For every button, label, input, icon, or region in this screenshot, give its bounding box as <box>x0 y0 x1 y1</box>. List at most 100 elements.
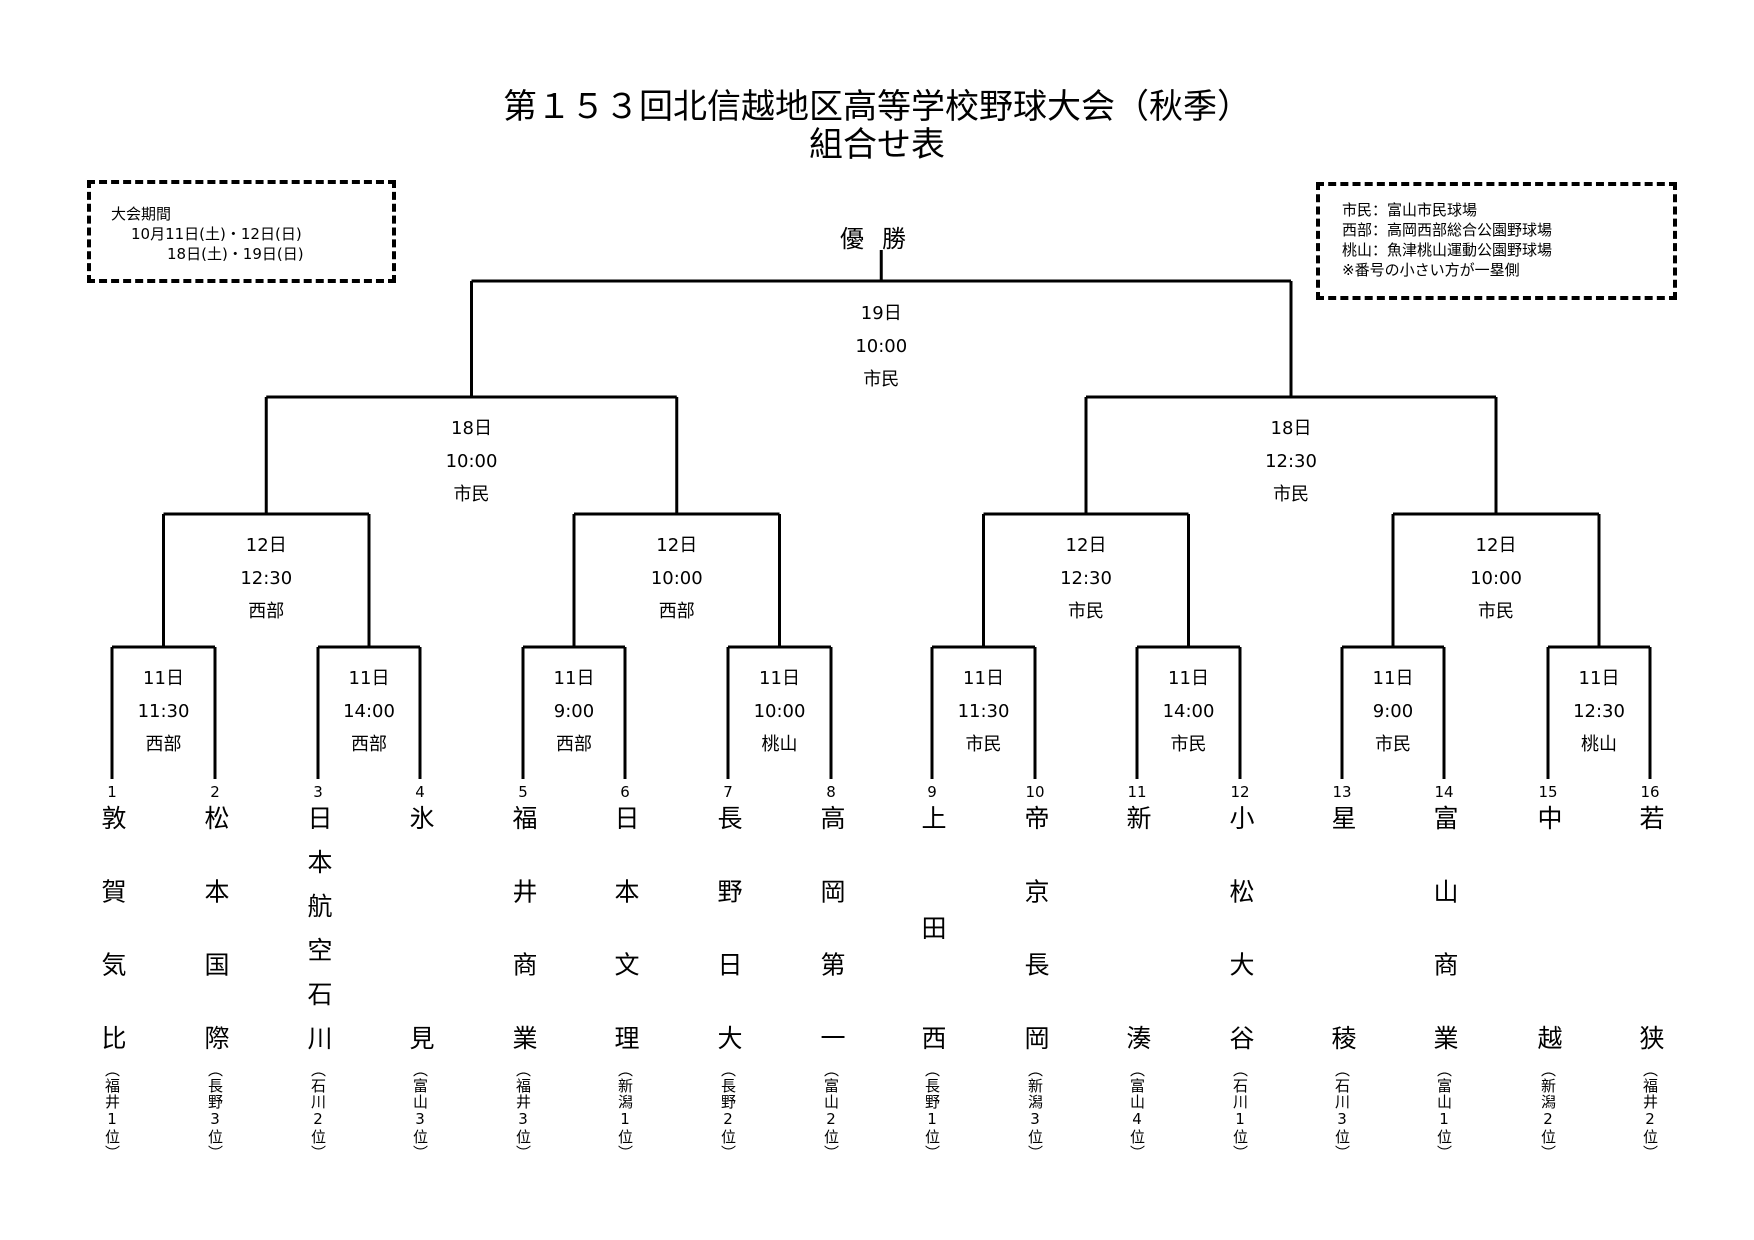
team-prefecture-rank: （新潟3位） <box>1026 1062 1044 1161</box>
team-prefecture-rank: （長野3位） <box>206 1062 224 1161</box>
team-number: 14 <box>1434 783 1454 801</box>
final-match-time: 10:00 <box>855 336 908 357</box>
period-line-1: 10月11日(土)・12日(日) <box>131 225 302 243</box>
team-prefecture-rank: （新潟2位） <box>1539 1062 1557 1161</box>
first-round-match-day: 11日 <box>1578 668 1620 689</box>
first-round-match-time: 14:00 <box>1162 701 1215 722</box>
team-name: 富山商業 <box>1430 805 1459 1050</box>
team-name: 中越 <box>1534 805 1563 1050</box>
team-number: 15 <box>1538 783 1558 801</box>
first-round-match-day: 11日 <box>1372 668 1414 689</box>
first-round-match-venue: 市民 <box>1375 734 1411 755</box>
team-prefecture-rank: （石川3位） <box>1333 1062 1351 1161</box>
first-round-match-time: 11:30 <box>137 701 190 722</box>
team-number: 4 <box>415 783 425 801</box>
first-round-match-time: 9:00 <box>1372 701 1414 722</box>
venue-legend-box: 市民：富山市民球場 西部：高岡西部総合公園野球場 桃山：魚津桃山運動公園野球場 … <box>1316 182 1677 300</box>
first-round-match-day: 11日 <box>348 668 390 689</box>
semifinal-match-day: 18日 <box>451 418 492 439</box>
quarterfinal-match-venue: 西部 <box>658 601 695 622</box>
quarterfinal-match-day: 12日 <box>1065 535 1107 556</box>
team-number: 10 <box>1025 783 1045 801</box>
page-title: 第１５３回北信越地区高等学校野球大会（秋季） <box>503 87 1251 127</box>
team-prefecture-rank: （石川2位） <box>309 1062 327 1161</box>
team-number: 7 <box>723 783 733 801</box>
team-prefecture-rank: （長野1位） <box>923 1062 941 1161</box>
team-prefecture-rank: （富山1位） <box>1435 1062 1453 1161</box>
team-prefecture-rank: （石川1位） <box>1231 1062 1249 1161</box>
quarterfinal-match-time: 12:30 <box>1060 568 1112 589</box>
tournament-period-box: 大会期間 10月11日(土)・12日(日) 18日(土)・19日(日) <box>87 180 396 283</box>
first-round-match-venue: 桃山 <box>761 734 798 755</box>
venue-legend-line: 市民：富山市民球場 <box>1342 201 1478 219</box>
first-round-match-venue: 西部 <box>351 734 387 755</box>
team-name: 上田西 <box>918 805 947 1050</box>
first-round-match-venue: 桃山 <box>1581 734 1617 755</box>
first-round-match-venue: 市民 <box>1170 734 1207 755</box>
venue-legend-line: 西部：高岡西部総合公園野球場 <box>1342 221 1553 239</box>
first-round-match-time: 10:00 <box>753 701 806 722</box>
team-prefecture-rank: （福井1位） <box>103 1062 121 1161</box>
team-number: 2 <box>210 783 220 801</box>
team-name: 日本航空石川 <box>304 805 333 1050</box>
first-round-match-day: 11日 <box>759 668 800 689</box>
final-match-day: 19日 <box>860 303 902 324</box>
team-name: 若狭 <box>1636 805 1665 1050</box>
quarterfinal-match-day: 12日 <box>1475 535 1517 556</box>
first-round-match-day: 11日 <box>553 668 595 689</box>
venue-legend-line: ※番号の小さい方が一塁側 <box>1342 261 1520 279</box>
champion-label: 優勝 <box>840 225 924 253</box>
period-line-2: 18日(土)・19日(日) <box>167 245 304 263</box>
team-name: 長野日大 <box>714 805 743 1050</box>
team-number: 16 <box>1640 783 1660 801</box>
team-number: 8 <box>826 783 836 801</box>
quarterfinal-match-time: 10:00 <box>1470 568 1522 589</box>
team-prefecture-rank: （福井2位） <box>1641 1062 1659 1161</box>
team-name: 新湊 <box>1123 805 1152 1050</box>
team-number: 13 <box>1332 783 1352 801</box>
first-round-match-time: 9:00 <box>553 701 595 722</box>
page-subtitle: 組合せ表 <box>809 125 945 165</box>
team-name: 松本国際 <box>201 805 230 1050</box>
team-name: 福井商業 <box>509 805 538 1050</box>
team-number: 12 <box>1230 783 1250 801</box>
quarterfinal-match-time: 10:00 <box>650 568 703 589</box>
team-name: 日本文理 <box>611 805 640 1050</box>
first-round-match-venue: 西部 <box>145 734 182 755</box>
semifinal-match-day: 18日 <box>1270 418 1312 439</box>
first-round-match-day: 11日 <box>963 668 1004 689</box>
semifinal-match-venue: 市民 <box>453 484 490 505</box>
first-round-match-time: 11:30 <box>957 701 1010 722</box>
team-number: 3 <box>313 783 323 801</box>
venue-legend-line: 桃山：魚津桃山運動公園野球場 <box>1342 241 1553 259</box>
team-name: 帝京長岡 <box>1021 805 1050 1050</box>
team-name: 敦賀気比 <box>98 805 127 1050</box>
team-number: 1 <box>107 783 117 801</box>
team-name: 氷見 <box>406 805 435 1050</box>
quarterfinal-match-venue: 市民 <box>1068 601 1104 622</box>
team-prefecture-rank: （福井3位） <box>514 1062 532 1161</box>
semifinal-match-time: 12:30 <box>1265 451 1317 472</box>
team-name: 高岡第一 <box>817 805 846 1050</box>
semifinal-match-venue: 市民 <box>1273 484 1309 505</box>
quarterfinal-match-day: 12日 <box>656 535 698 556</box>
quarterfinal-match-venue: 西部 <box>248 601 285 622</box>
team-prefecture-rank: （長野2位） <box>719 1062 737 1161</box>
quarterfinal-match-venue: 市民 <box>1478 601 1514 622</box>
first-round-match-day: 11日 <box>1168 668 1209 689</box>
team-prefecture-rank: （富山3位） <box>411 1062 429 1161</box>
semifinal-match-time: 10:00 <box>445 451 498 472</box>
team-number: 5 <box>518 783 528 801</box>
first-round-match-day: 11日 <box>143 668 184 689</box>
team-prefecture-rank: （富山4位） <box>1128 1062 1146 1161</box>
quarterfinal-match-time: 12:30 <box>240 568 293 589</box>
team-prefecture-rank: （富山2位） <box>822 1062 840 1161</box>
first-round-match-venue: 市民 <box>965 734 1002 755</box>
team-number: 11 <box>1127 783 1147 801</box>
period-heading: 大会期間 <box>111 205 172 223</box>
team-number: 6 <box>620 783 630 801</box>
first-round-match-venue: 西部 <box>556 734 592 755</box>
first-round-match-time: 12:30 <box>1573 701 1625 722</box>
final-match-venue: 市民 <box>863 369 900 390</box>
